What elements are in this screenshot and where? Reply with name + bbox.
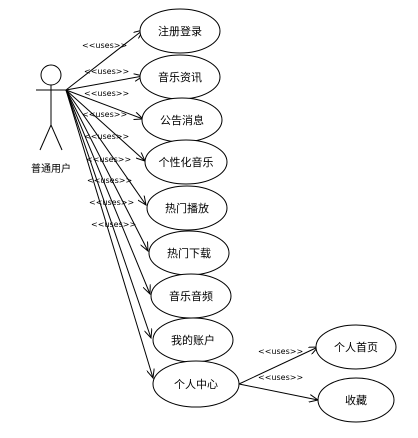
use-case-label: 我的账户 [171,333,215,347]
use-case-label: 个人中心 [174,378,218,391]
use-case-hot-play: 热门播放 [146,185,228,231]
stereotype-label: <<uses>> [82,41,127,50]
stereotype-label: <<uses>> [258,347,303,356]
use-case-music-audio: 音乐音频 [150,273,232,319]
use-case-label: 注册登录 [158,24,202,38]
use-case-label: 个人首页 [334,340,378,354]
stereotype-label: <<uses>> [84,132,129,141]
association-music-audio [65,89,150,294]
use-case-register-login: 注册登录 [139,8,221,54]
use-case-my-account: 我的账户 [152,317,234,363]
use-case-personalized-music: 个性化音乐 [144,139,228,185]
actor-icon [36,64,66,151]
actor-label: 普通用户 [31,162,71,175]
association-hot-download [65,89,148,251]
include-lines [238,347,318,400]
use-case-label: 音乐资讯 [158,70,202,84]
association-lines [65,30,153,378]
stereotype-label: <<uses>> [258,373,303,382]
use-case-label: 公告消息 [160,113,204,127]
association-music-news [65,76,143,91]
stereotype-label: <<uses>> [87,176,132,185]
relation-personal-homepage [238,347,318,385]
use-case-label: 热门播放 [165,201,209,215]
stereotype-label: <<uses>> [91,220,136,229]
stereotype-labels: <<uses>> <<uses>> <<uses>> <<uses>> <<us… [82,41,136,229]
use-case-personal-homepage: 个人首页 [315,324,397,370]
use-case-label: 热门下载 [167,246,211,260]
stereotype-label: <<uses>> [84,67,129,76]
use-case-label: 个性化音乐 [159,155,214,169]
use-case-announcements: 公告消息 [141,97,223,143]
association-hot-play [65,89,146,205]
stereotype-label: <<uses>> [82,110,127,119]
stereotype-label: <<uses>> [86,155,131,164]
use-case-music-news: 音乐资讯 [139,54,221,100]
stereotype-label: <<uses>> [89,198,134,207]
use-case-personal-center: 个人中心 [152,360,240,408]
association-personalized-music [65,89,145,161]
association-personal-center [65,89,153,378]
relation-favorites [238,383,318,400]
use-case-label: 收藏 [345,393,367,407]
association-my-account [65,89,151,338]
use-case-hot-download: 热门下载 [148,230,230,276]
association-announcements [65,89,143,119]
association-register-login [65,30,143,91]
stereotype-label: <<uses>> [84,89,129,98]
use-case-label: 音乐音频 [169,289,213,303]
use-case-favorites: 收藏 [317,377,395,423]
